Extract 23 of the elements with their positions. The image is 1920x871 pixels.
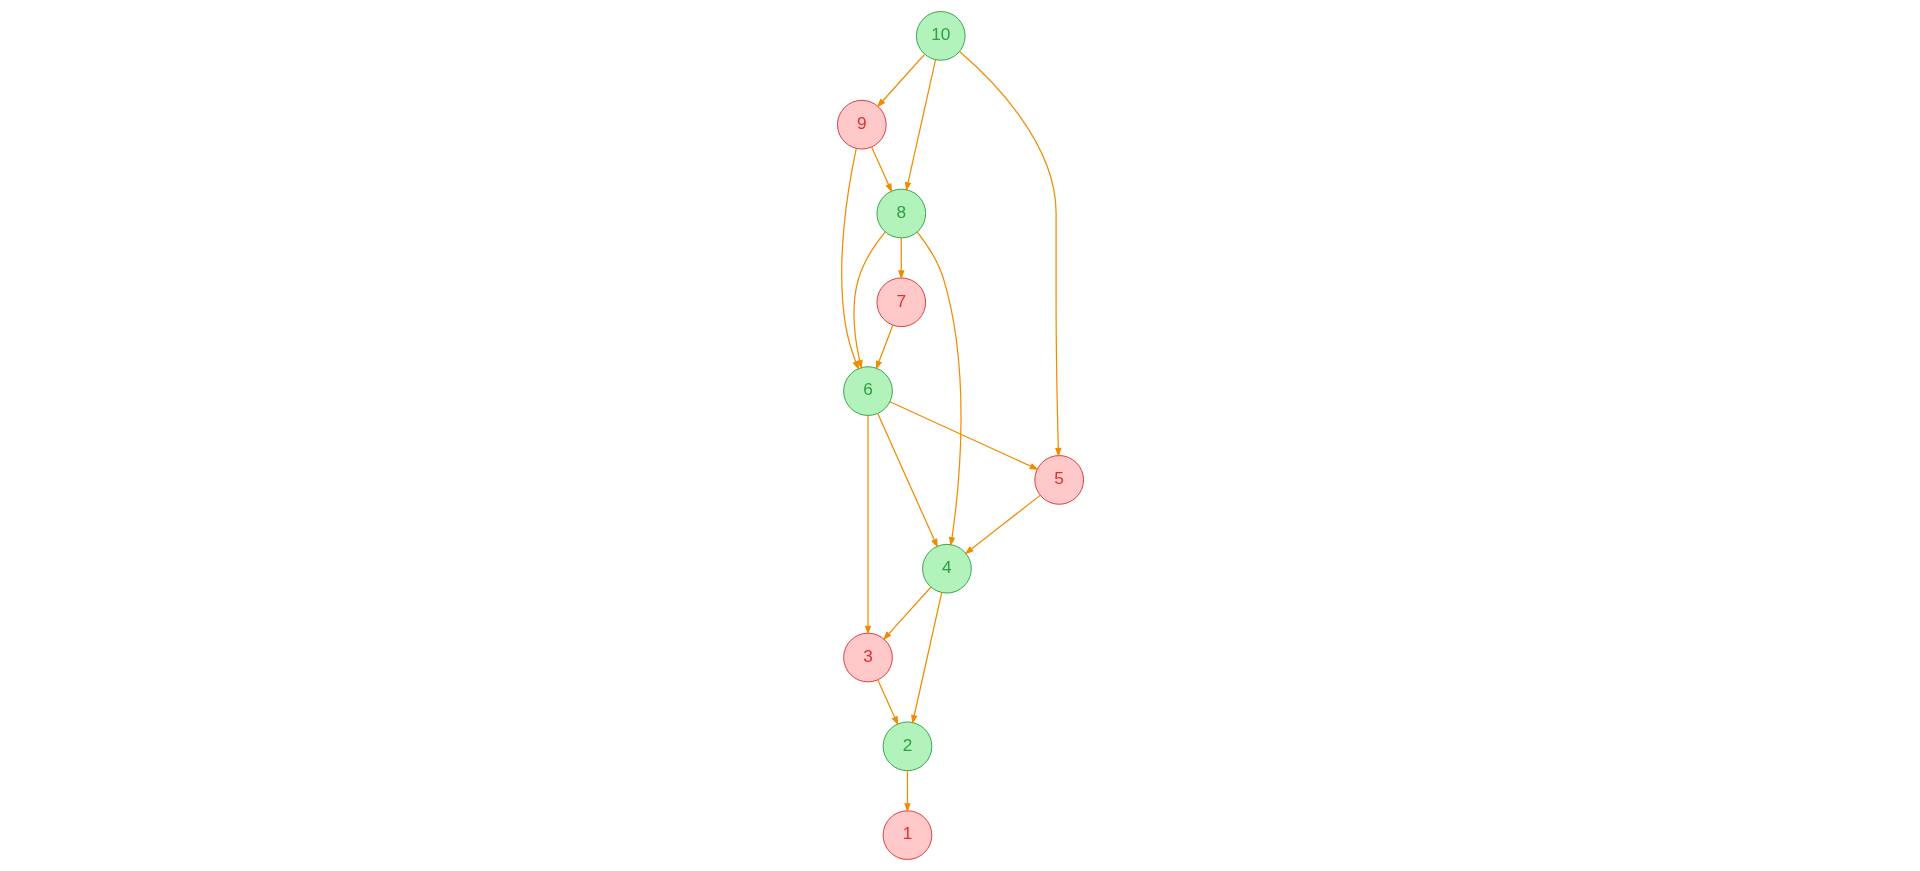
arrow — [963, 494, 1041, 555]
node-circle: 7 — [875, 277, 926, 328]
arrow — [958, 50, 1062, 458]
arrow — [870, 146, 892, 193]
arrow — [840, 148, 859, 371]
arrow — [864, 414, 871, 635]
node-circle: 2 — [882, 721, 932, 772]
node-circle: 6 — [842, 366, 893, 416]
arrow — [897, 237, 905, 280]
arrow — [910, 591, 942, 725]
arrow — [903, 770, 911, 813]
node-circle: 1 — [882, 810, 932, 860]
arrow — [882, 586, 931, 641]
arrow — [888, 401, 1039, 470]
arrow — [875, 324, 893, 370]
arrow — [904, 59, 936, 192]
arrow — [876, 412, 938, 549]
node-circle: 8 — [875, 188, 926, 239]
node-circle: 10 — [915, 11, 966, 61]
node-circle: 5 — [1033, 455, 1084, 505]
arrow — [916, 231, 962, 547]
arrow — [876, 679, 898, 726]
arrow — [876, 53, 925, 108]
